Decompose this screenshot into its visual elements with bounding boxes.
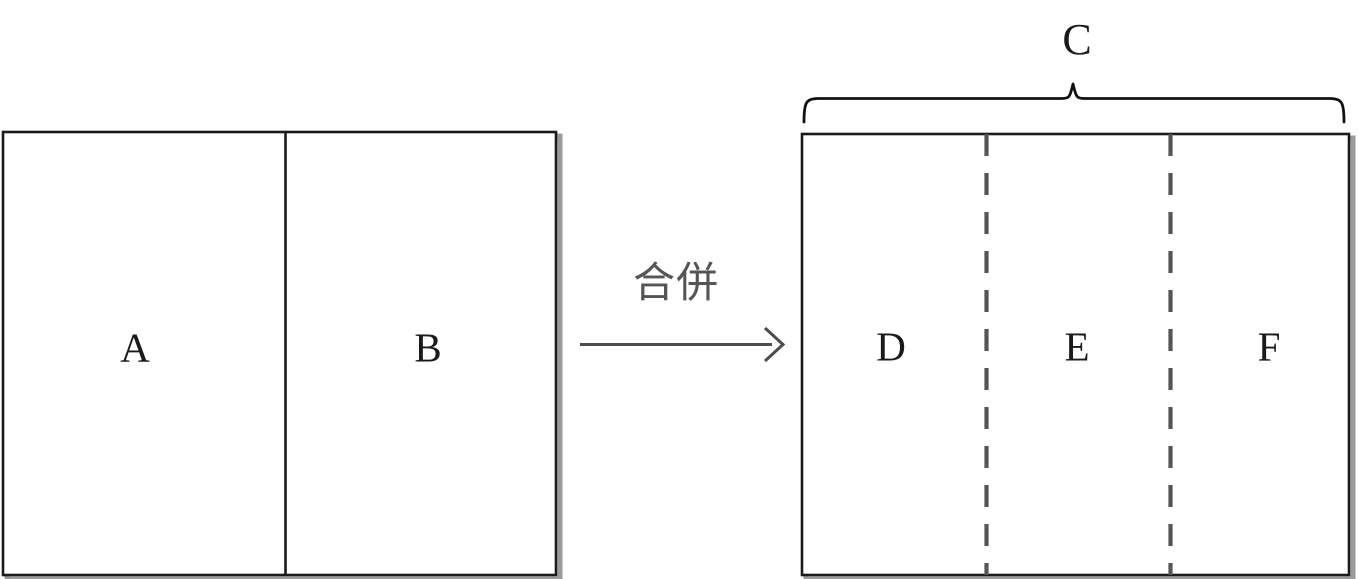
merge-arrow [580,326,786,363]
cell-label-b: B [414,324,442,371]
source-rectangle-outline [1,130,558,577]
merge-arrow-label: 合併 [632,258,720,307]
group-brace-label: C [1062,15,1092,64]
merged-rectangle-outline [800,132,1351,577]
group-brace [802,82,1346,124]
cell-label-d: D [876,323,906,370]
cell-label-f: F [1257,323,1281,370]
cell-label-e: E [1064,323,1090,370]
cell-label-a: A [120,324,150,371]
